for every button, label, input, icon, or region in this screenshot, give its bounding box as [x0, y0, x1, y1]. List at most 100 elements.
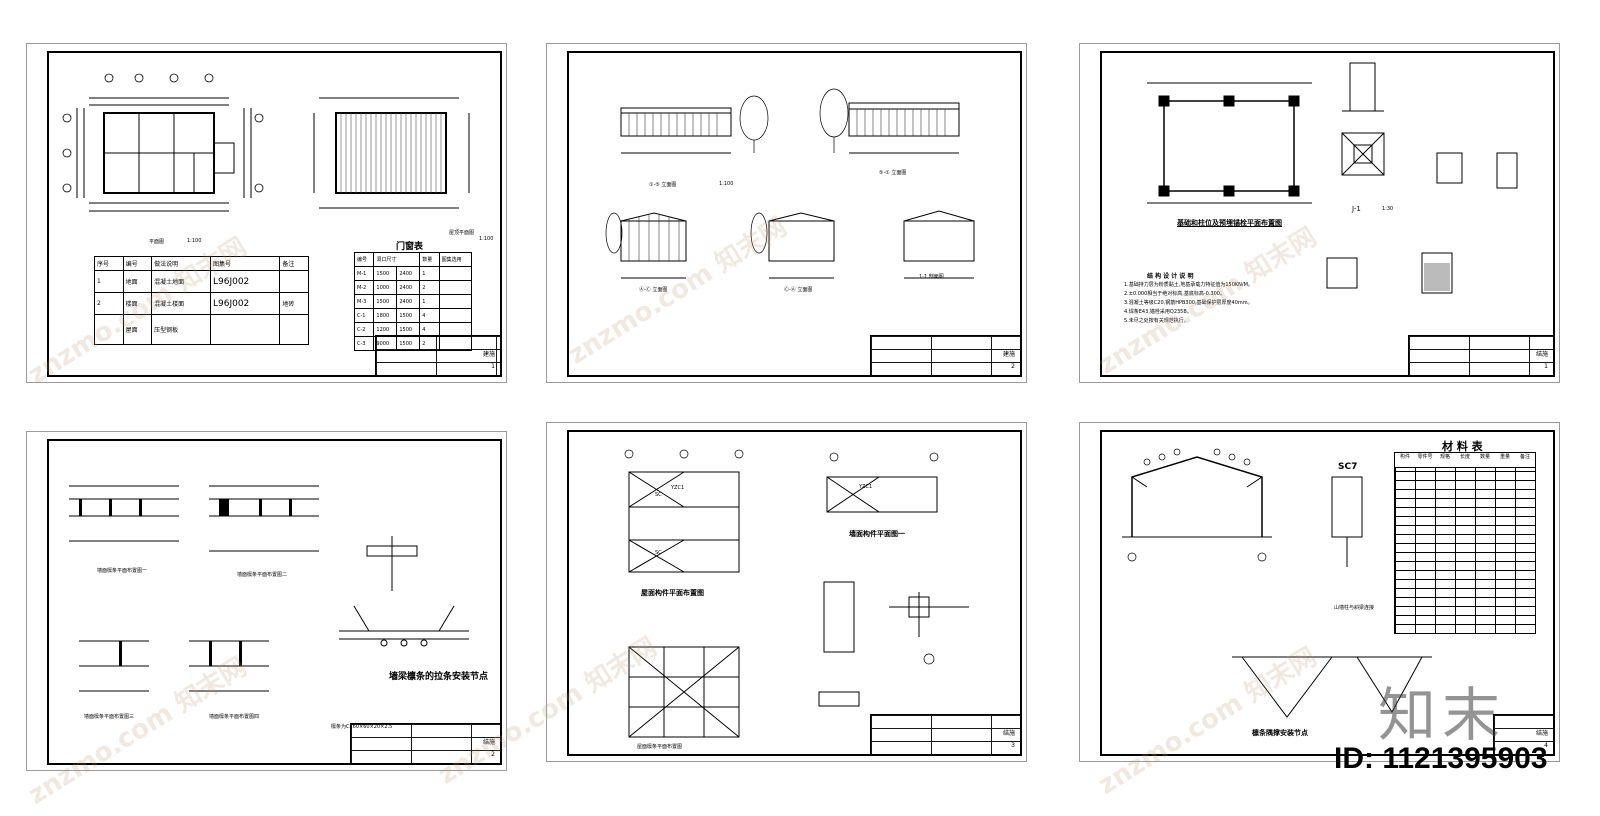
table-cell: 楼面: [122, 292, 153, 315]
foundation-plan-drawing: [1147, 62, 1518, 294]
table-cell: 图集号: [209, 256, 281, 271]
table-cell: 2400: [396, 294, 421, 309]
drawing-sheet-1[interactable]: 平面图 1:100 屋顶平面图 1:100 序号 编号 做法说明 图集号 备注 …: [26, 43, 507, 383]
elevation-4-title: Ⓒ-Ⓐ 立面图: [784, 287, 813, 293]
table-cell: C-2: [353, 322, 375, 337]
note-line: 1.基础持力层为粉质黏土,地基承载力特征值为150KN/M。: [1124, 282, 1253, 288]
table-cell: 1500: [396, 308, 421, 323]
title-block: 建施 2: [870, 335, 1020, 375]
table-cell: 数量: [419, 252, 440, 267]
table-cell: 序号: [94, 256, 124, 271]
header-cell: 数量: [1479, 454, 1490, 460]
purlin-plan-title: 屋面檩条平面布置图: [637, 744, 683, 750]
drawing-sheet-5[interactable]: YZC1 YZC1 SC SC 屋面构件平面布置图 墙面构件平面图一 屋面檩条平…: [546, 422, 1027, 762]
title-block: 结施 2: [350, 723, 500, 763]
table-cell: 2: [419, 280, 440, 295]
title-block: 建施 1: [375, 335, 500, 375]
title-block-number: 3: [1010, 742, 1016, 749]
title-block-type: 结施: [1534, 351, 1549, 358]
yzc-label-1: YZC1: [671, 485, 685, 491]
roof-scale: 1:100: [479, 236, 494, 242]
title-block: 结施 4: [1493, 714, 1553, 754]
title-block: 结施 1: [1408, 335, 1553, 375]
header-cell: 规格: [1439, 454, 1450, 460]
table-cell: M-2: [353, 280, 375, 295]
drawing-sheet-3[interactable]: 基础和柱位及预埋锚栓平面布置图 J-1 1:30 结 构 设 计 说 明 1.基…: [1079, 43, 1560, 383]
sheet-border: YZC1 YZC1 SC SC 屋面构件平面布置图 墙面构件平面图一 屋面檩条平…: [567, 430, 1022, 756]
sheet-border: SC7 山墙柱与斜梁连接 檩条隅撑安装节点 材 料 表 构件 零件号 规格 长度…: [1100, 430, 1555, 756]
title-block-type: 建施: [1001, 351, 1016, 358]
table-cell: [438, 280, 473, 295]
table-cell: 备注: [279, 256, 309, 271]
wall-purlin-drawings: [69, 485, 469, 692]
note-line: 4.焊条E43,锚栓采用Q235B。: [1124, 309, 1192, 315]
table-cell: 2400: [396, 266, 421, 281]
material-table-title: 材 料 表: [1442, 440, 1483, 453]
roof-member-drawings: [624, 449, 969, 738]
yzc-label-2: YZC1: [859, 484, 873, 490]
plan-title-4: 墙面檩条平面布置图四: [209, 714, 260, 720]
table-row: 屋面 压型钢板: [94, 314, 309, 345]
wall-plan-title: 墙面构件平面图一: [849, 530, 905, 538]
table-cell: 压型钢板: [151, 314, 211, 345]
portal-frame-drawing: [1122, 448, 1432, 718]
table-cell: 编号: [353, 252, 375, 267]
table-cell: L96J002: [209, 270, 281, 293]
header-cell: 长度: [1459, 454, 1470, 460]
header-cell: 重量: [1499, 454, 1510, 460]
title-block: 结施 3: [870, 714, 1020, 754]
material-table: 构件 零件号 规格 长度 数量 重量 备注: [1394, 452, 1536, 634]
sheet-border: ①-⑤ 立面图 ⑤-① 立面图 Ⓐ-Ⓒ 立面图 Ⓒ-Ⓐ 立面图 1-1 剖面图 …: [567, 51, 1022, 377]
notes-title: 结 构 设 计 说 明: [1147, 273, 1194, 280]
table-cell: 地砖: [279, 292, 309, 315]
table-cell: 1500: [373, 294, 398, 309]
title-block-number: 2: [490, 751, 496, 758]
section-label: J-1: [1352, 205, 1361, 213]
elevation-3-title: Ⓐ-Ⓒ 立面图: [639, 287, 668, 293]
plan-title-2: 墙面檩条平面布置图二: [237, 572, 288, 578]
table-cell: 1: [94, 270, 124, 293]
table-cell: [209, 314, 281, 345]
table-cell: 屋面: [122, 314, 153, 345]
table-cell: L96J002: [209, 292, 281, 315]
table-row: 2 楼面 混凝土楼面 L96J002 地砖: [94, 292, 309, 315]
table-cell: M-3: [353, 294, 375, 309]
table-cell: 2400: [396, 280, 421, 295]
elevation-scale: 1:100: [719, 181, 734, 187]
table-cell: 做法说明: [151, 256, 211, 271]
roof-plan-title: 屋面构件平面布置图: [641, 589, 704, 597]
frame-label: SC7: [1338, 462, 1358, 472]
sc-label-1: SC: [655, 492, 662, 498]
plan-title-1: 墙面檩条平面布置图一: [97, 568, 148, 574]
material-header: 构件 零件号 规格 长度 数量 重量 备注: [1395, 453, 1535, 468]
table-row: 序号 编号 做法说明 图集号 备注: [94, 256, 309, 271]
table-cell: 1000: [373, 280, 398, 295]
title-block-type: 建施: [481, 351, 496, 358]
roof-title: 屋顶平面图: [449, 230, 475, 236]
drawing-sheet-6[interactable]: SC7 山墙柱与斜梁连接 檩条隅撑安装节点 材 料 表 构件 零件号 规格 长度…: [1079, 422, 1560, 762]
drawing-sheet-2[interactable]: ①-⑤ 立面图 ⑤-① 立面图 Ⓐ-Ⓒ 立面图 Ⓒ-Ⓐ 立面图 1-1 剖面图 …: [546, 43, 1027, 383]
sheet-border: 平面图 1:100 屋顶平面图 1:100 序号 编号 做法说明 图集号 备注 …: [47, 51, 502, 377]
table-cell: 1: [419, 294, 440, 309]
table-cell: C-3: [353, 336, 375, 351]
table-cell: 1800: [373, 308, 398, 323]
table-cell: 混凝土楼面: [151, 292, 211, 315]
table-cell: [438, 294, 473, 309]
detail-2-title: 山墙柱与斜梁连接: [1334, 605, 1375, 611]
sheet-border: 墙面檩条平面布置图一 墙面檩条平面布置图二 墙面檩条平面布置图三 墙面檩条平面布…: [47, 439, 502, 765]
detail-title: 檩条隅撑安装节点: [1252, 729, 1308, 737]
note-line: 3.混凝土等级C20,钢筋HPB300,基础保护层厚度40mm。: [1124, 300, 1253, 306]
table-cell: C-1: [353, 308, 375, 323]
header-cell: 零件号: [1417, 454, 1433, 460]
table-cell: M-1: [353, 266, 375, 281]
title-block-number: 4: [1543, 742, 1549, 749]
drawing-sheet-4[interactable]: 墙面檩条平面布置图一 墙面檩条平面布置图二 墙面檩条平面布置图三 墙面檩条平面布…: [26, 431, 507, 771]
table-cell: 1500: [373, 266, 398, 281]
section-scale: 1:30: [1382, 206, 1394, 212]
table-cell: [438, 308, 473, 323]
elevation-2-title: ⑤-① 立面图: [879, 170, 907, 176]
elevation-1-title: ①-⑤ 立面图: [649, 182, 677, 188]
